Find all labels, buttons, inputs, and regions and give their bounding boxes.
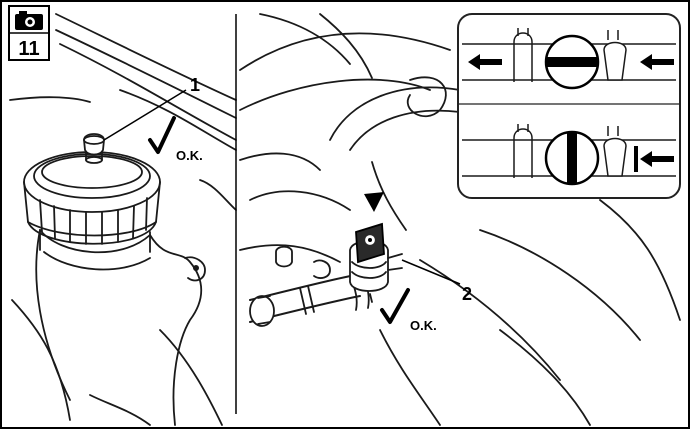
figure-number: 11 [18,38,39,60]
valve-open-row [462,28,676,90]
valve-handle-vertical [567,132,577,184]
callout-1: 1 [103,75,200,141]
arrow-left-icon [468,54,502,70]
valve-handle-horizontal [546,57,598,67]
indicator-arrow-icon [364,192,384,212]
checkmark-icon [148,116,176,154]
callout-label-2: 2 [462,284,472,304]
callout-2: 2 [401,259,472,304]
arrow-blocked-icon [634,146,674,172]
arrow-left-icon [640,54,674,70]
right-panel [239,13,681,426]
valve-position-inset [457,13,681,199]
ok-label-right: O.K. [410,318,437,333]
camera-icon [15,11,43,30]
callout-label-1: 1 [190,75,200,95]
checkmark-icon [380,288,410,324]
figure-badge: 11 [8,5,50,61]
left-panel [9,13,237,426]
ok-check-left: O.K. [148,116,203,163]
valve-closed-row [462,124,676,186]
ok-label-left: O.K. [176,148,203,163]
ok-check-right: O.K. [380,288,437,333]
